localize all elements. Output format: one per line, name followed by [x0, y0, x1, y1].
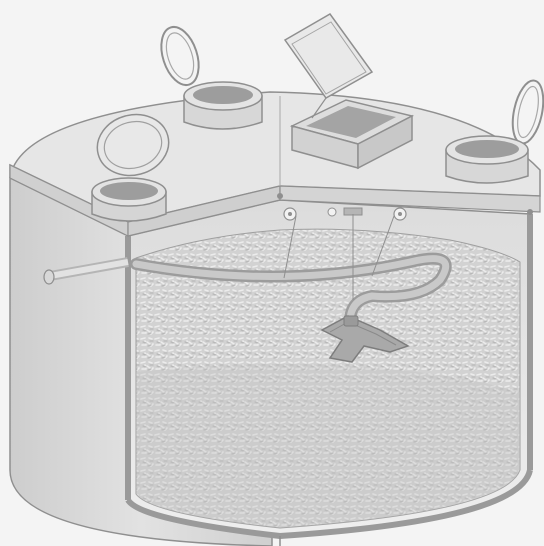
open-square-hatch — [285, 14, 412, 168]
